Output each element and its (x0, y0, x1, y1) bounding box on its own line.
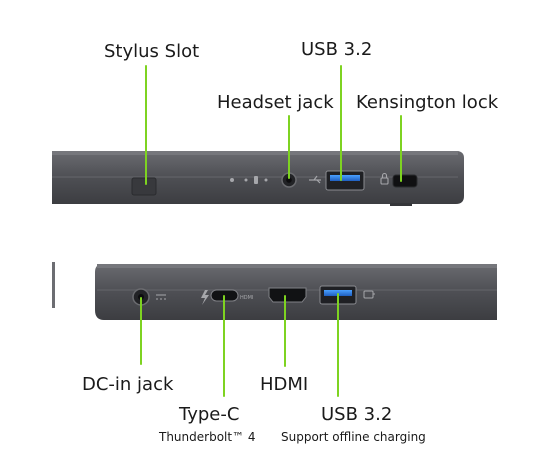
headset-jack-hole (286, 177, 292, 183)
label-hdmi: HDMI (260, 374, 309, 395)
hdmi-port-marking: HDMI (240, 295, 253, 301)
hdmi-port (268, 287, 307, 303)
label-type-c: Type-C (179, 404, 240, 425)
lock-symbol-icon (380, 172, 389, 185)
label-usb-bottom-sub: Support offline charging (281, 430, 426, 444)
stylus-slot (131, 177, 157, 196)
dc-symbol-icon (156, 294, 166, 300)
top-lid-edge (52, 151, 458, 155)
usb-charging-icon (363, 290, 375, 299)
label-type-c-sub: Thunderbolt™ 4 (159, 430, 256, 444)
usb-symbol-icon (309, 175, 321, 184)
top-laptop-side (52, 151, 464, 206)
bottom-laptop-side: HDMI (52, 262, 497, 320)
label-usb-bottom: USB 3.2 (321, 404, 393, 425)
label-usb-top: USB 3.2 (301, 39, 373, 60)
bottom-lid-edge (97, 264, 497, 268)
thunderbolt-icon (201, 290, 209, 305)
edge-fragment (52, 262, 55, 308)
charging-indicator-icon (230, 176, 268, 184)
usb-port-top-tongue (330, 175, 360, 181)
label-dc-in-jack: DC-in jack (82, 374, 174, 395)
label-stylus-slot: Stylus Slot (104, 41, 200, 62)
pointer-lines (140, 65, 402, 397)
label-headset-jack: Headset jack (217, 92, 334, 113)
kensington-lock-slot (392, 174, 418, 188)
label-kensington-lock: Kensington lock (356, 92, 499, 113)
top-foot (390, 203, 412, 206)
